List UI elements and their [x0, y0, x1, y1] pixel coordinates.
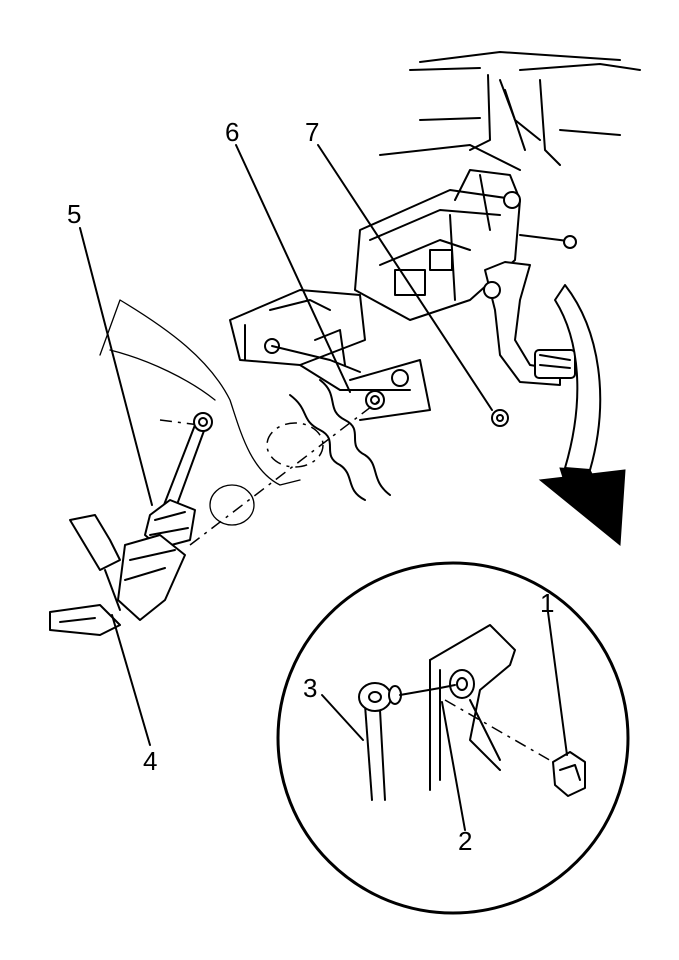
- callout-3: 3: [303, 673, 317, 703]
- callout-6: 6: [225, 117, 239, 147]
- detail-view: [276, 561, 630, 915]
- pivot-bushings: [365, 369, 509, 427]
- leader-7: [317, 144, 493, 411]
- callout-4: 4: [143, 746, 157, 776]
- pushrod: [161, 412, 255, 526]
- centerline-main: [189, 399, 381, 546]
- callout-2: 2: [458, 826, 472, 856]
- direction-arrow: [538, 284, 626, 546]
- leader-1: [547, 611, 568, 756]
- leader-3: [321, 694, 364, 741]
- callout-5: 5: [67, 199, 81, 229]
- pedal-bracket: [354, 169, 577, 321]
- leader-4: [111, 614, 151, 746]
- leader-lines: [79, 144, 568, 831]
- callout-7: 7: [305, 117, 319, 147]
- brake-pedal: [483, 261, 576, 386]
- mounting-bracket: [229, 289, 431, 421]
- callout-1: 1: [540, 588, 554, 618]
- leader-5: [79, 227, 153, 506]
- firewall-structure: [379, 51, 641, 171]
- leader-2: [441, 701, 466, 831]
- bushing-location: [266, 422, 324, 468]
- leader-6: [235, 144, 351, 393]
- master-cylinder: [49, 499, 196, 636]
- wire-harness: [99, 299, 301, 486]
- break-lines: [289, 379, 391, 501]
